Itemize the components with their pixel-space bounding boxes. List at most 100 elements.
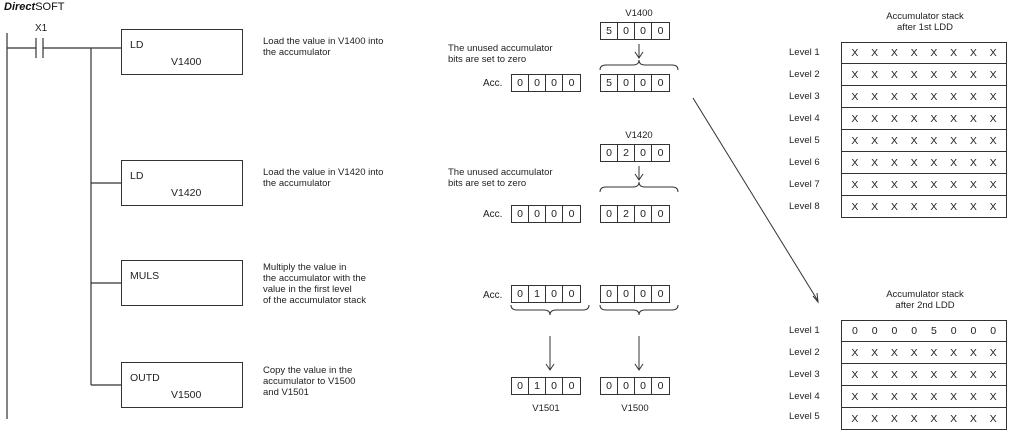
digit-cell: X	[851, 47, 859, 59]
digit-cell: X	[871, 390, 879, 403]
digit-cell: 0	[601, 378, 618, 394]
digit-cell: X	[851, 68, 859, 81]
digit-cell: X	[950, 390, 958, 403]
digit-cell: X	[969, 390, 977, 403]
digit-cell: X	[989, 368, 997, 381]
level-label: Level 2	[789, 347, 820, 358]
instruction-mnemonic: MULS	[130, 270, 160, 282]
source-register-label: V1400	[625, 8, 653, 19]
digit-cell: X	[989, 200, 997, 213]
digit-cell: X	[969, 156, 977, 169]
digit-cell: X	[910, 47, 918, 59]
digit-cell: X	[910, 200, 918, 213]
digit-cell: 0	[568, 77, 575, 89]
digit-cell: X	[930, 178, 938, 191]
digit-cell: X	[910, 346, 918, 359]
digit-cell: X	[890, 178, 898, 191]
digit-cell: 0	[657, 147, 664, 159]
level-label: Level 3	[789, 91, 820, 102]
digit-cell: X	[969, 200, 977, 213]
instruction-box-ld-1[interactable]: LD V1400	[121, 29, 243, 75]
digit-cell: X	[851, 112, 859, 125]
digit-cell: X	[890, 156, 898, 169]
level-label: Level 7	[789, 179, 820, 190]
rung-description: Load the value in V1420 into the accumul…	[263, 167, 384, 189]
digit-cell: 0	[568, 288, 575, 300]
level-label: Level 5	[789, 135, 820, 146]
digit-cell: 0	[618, 75, 635, 91]
ladder-wiring	[6, 33, 819, 419]
digit-cell: X	[871, 90, 879, 103]
rung-description: Copy the value in the accumulator to V15…	[263, 365, 356, 398]
digit-cell: X	[989, 112, 997, 125]
digit-cell: X	[969, 178, 977, 191]
digit-cell: X	[910, 368, 918, 381]
digit-cell: X	[890, 390, 898, 403]
digit-cell: 0	[657, 208, 664, 220]
digit-cell: X	[890, 90, 898, 103]
digit-cell: X	[851, 368, 859, 381]
instruction-box-outd[interactable]: OUTD V1500	[121, 362, 243, 408]
digit-cell: 0	[546, 206, 563, 222]
digit-cell: X	[910, 134, 918, 147]
digit-cell: 0	[851, 325, 858, 337]
digit-cell: X	[851, 200, 859, 213]
digit-cell: X	[930, 134, 938, 147]
instruction-mnemonic: OUTD	[130, 372, 160, 384]
digit-cell: X	[851, 134, 859, 147]
digit-cell: X	[930, 68, 938, 81]
digit-cell: 5	[601, 75, 618, 91]
level-label: Level 4	[789, 113, 820, 124]
digit-cell: 0	[891, 325, 898, 337]
digit-cell: 0	[529, 206, 546, 222]
digit-cell: X	[950, 368, 958, 381]
digit-cell: X	[950, 47, 958, 59]
digit-cell: X	[871, 47, 879, 59]
digit-cell: X	[950, 90, 958, 103]
digit-cell: X	[871, 112, 879, 125]
level-label: Level 5	[789, 411, 820, 422]
digit-cell: X	[910, 156, 918, 169]
digit-cell: X	[989, 156, 997, 169]
digit-cell: X	[871, 200, 879, 213]
instruction-operand: V1420	[171, 187, 202, 199]
level-label: Level 4	[789, 391, 820, 402]
stack-title: Accumulator stack after 2nd LDD	[886, 289, 964, 311]
digit-cell: 0	[618, 378, 635, 394]
digit-cell: 1	[529, 286, 546, 302]
digit-cell: X	[890, 346, 898, 359]
digit-cell: 0	[546, 286, 563, 302]
digit-cell: X	[930, 90, 938, 103]
digit-cell: X	[950, 346, 958, 359]
digit-cell: X	[890, 68, 898, 81]
instruction-box-muls[interactable]: MULS	[121, 260, 243, 306]
accumulator-label: Acc.	[483, 209, 503, 220]
digit-cell: 0	[635, 378, 652, 394]
level-label: Level 8	[789, 201, 820, 212]
digit-cell: X	[851, 90, 859, 103]
instruction-box-ld-2[interactable]: LD V1420	[121, 160, 243, 206]
digit-cell: 1	[529, 378, 546, 394]
digit-cell: 0	[601, 286, 618, 302]
stack-title: Accumulator stack after 1st LDD	[886, 11, 964, 33]
digit-cell: X	[851, 346, 859, 359]
digit-cell: 0	[601, 145, 618, 161]
digit-cell: 0	[657, 77, 664, 89]
digit-cell: X	[851, 178, 859, 191]
digit-cell: 0	[568, 208, 575, 220]
digit-cell: X	[890, 47, 898, 59]
digit-cell: X	[871, 346, 879, 359]
instruction-mnemonic: LD	[130, 170, 144, 182]
